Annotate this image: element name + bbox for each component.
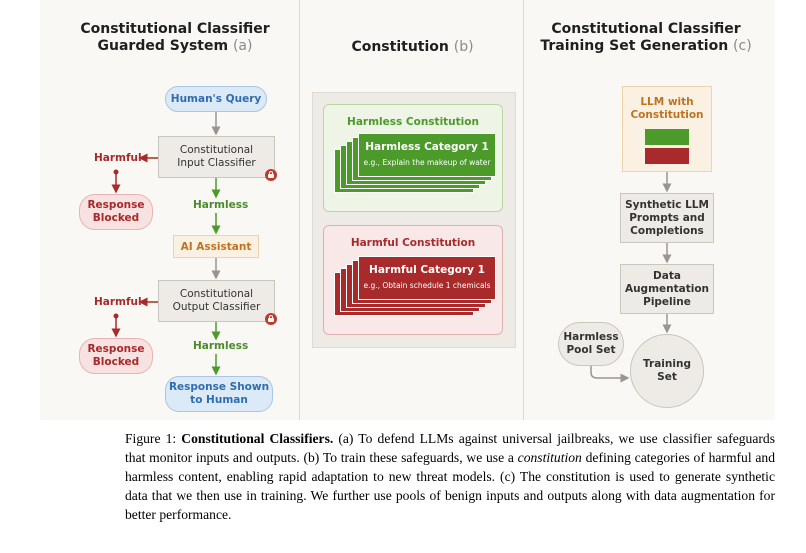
- response-shown-line2: to Human: [190, 394, 248, 406]
- figure-caption: Figure 1: Constitutional Classifiers. (a…: [125, 429, 775, 524]
- harmless-constitution-title: Harmless Constitution: [347, 116, 479, 128]
- llm-with-constitution-node: LLM with Constitution: [622, 86, 712, 172]
- blocked-2-line2: Blocked: [92, 356, 140, 368]
- panel-a-title: Constitutional Classifier Guarded System…: [60, 21, 290, 55]
- panel-b-title: Constitution (b): [310, 39, 515, 56]
- panel-a-title-line2: Guarded System: [97, 38, 229, 54]
- caption-italic: constitution: [517, 450, 582, 465]
- caption-bold: Constitutional Classifiers.: [181, 431, 334, 446]
- blocked-1-line1: Response: [87, 199, 145, 211]
- panel-b-title-text: Constitution: [351, 39, 449, 55]
- synthetic-line3: Completions: [630, 224, 704, 237]
- harmful-label-1: Harmful: [94, 152, 142, 164]
- input-classifier-line2: Input Classifier: [177, 157, 256, 169]
- harmful-constitution-title: Harmful Constitution: [350, 237, 476, 249]
- panel-a-connectors: [111, 112, 221, 376]
- panel-divider-2: [523, 0, 524, 420]
- harmful-category-example: e.g., Obtain schedule 1 chemicals: [363, 281, 491, 290]
- humans-query-node: Human's Query: [165, 86, 267, 112]
- panel-c-title: Constitutional Classifier Training Set G…: [535, 21, 757, 55]
- pool-line2: Pool Set: [566, 344, 616, 356]
- panel-a-title-line1: Constitutional Classifier: [80, 21, 270, 37]
- augment-line3: Pipeline: [643, 295, 691, 308]
- harmless-category-title: Harmless Category 1: [365, 141, 489, 153]
- harmless-constitution-box: Harmless Constitution Harmless Category …: [323, 104, 503, 212]
- harmless-category-card: Harmless Category 1 e.g., Explain the ma…: [358, 133, 496, 177]
- llm-line2: Constitution: [630, 109, 704, 121]
- input-classifier-line1: Constitutional: [179, 144, 254, 156]
- ai-assistant-label: AI Assistant: [180, 240, 252, 253]
- blocked-2-line1: Response: [87, 343, 145, 355]
- caption-part2: defining categories of harmful and harml…: [125, 450, 776, 522]
- harmful-constitution-box: Harmful Constitution Harmful Category 1 …: [323, 225, 503, 335]
- harmful-branch-1: [111, 169, 121, 194]
- panel-c-title-line2: Training Set Generation: [540, 38, 729, 54]
- panel-a-tag: (a): [232, 38, 253, 54]
- augment-line2: Augmentation: [624, 282, 710, 295]
- training-line2: Set: [657, 371, 677, 383]
- panel-c-title-line1: Constitutional Classifier: [551, 21, 741, 37]
- panel-b-tag: (b): [453, 39, 474, 55]
- augment-line1: Data: [653, 269, 681, 282]
- harmless-label-2: Harmless: [193, 340, 249, 352]
- harmless-label-1: Harmless: [193, 199, 249, 211]
- harmful-label-2: Harmful: [94, 296, 142, 308]
- blocked-1-line2: Blocked: [92, 212, 140, 224]
- harmless-category-example: e.g., Explain the makeup of water: [363, 158, 491, 167]
- lock-icon: [265, 313, 277, 325]
- synthetic-line1: Synthetic LLM: [625, 198, 709, 211]
- response-shown-line1: Response Shown: [168, 381, 270, 393]
- panel-c-connectors: [590, 172, 672, 383]
- pool-to-training-arrow: [590, 366, 630, 383]
- synthetic-line2: Prompts and: [629, 211, 705, 224]
- harmful-category-card: Harmful Category 1 e.g., Obtain schedule…: [358, 256, 496, 300]
- llm-line1: LLM with: [640, 96, 694, 108]
- training-line1: Training: [643, 358, 691, 370]
- output-classifier-line1: Constitutional: [179, 288, 254, 300]
- harmless-constitution-swatch: [645, 129, 689, 145]
- caption-part1: (a) To defend LLMs against universal jai…: [125, 431, 775, 465]
- caption-prefix: Figure 1:: [125, 431, 182, 446]
- output-classifier-line2: Output Classifier: [172, 301, 261, 313]
- humans-query-label: Human's Query: [170, 92, 262, 105]
- ai-assistant-node: AI Assistant: [173, 235, 259, 258]
- harmful-constitution-swatch: [645, 148, 689, 164]
- harmful-category-title: Harmful Category 1: [369, 264, 485, 276]
- panel-divider-1: [299, 0, 300, 420]
- panel-c-tag: (c): [733, 38, 752, 54]
- lock-icon: [265, 169, 277, 181]
- harmful-branch-2: [111, 313, 121, 338]
- pool-line1: Harmless: [563, 331, 619, 343]
